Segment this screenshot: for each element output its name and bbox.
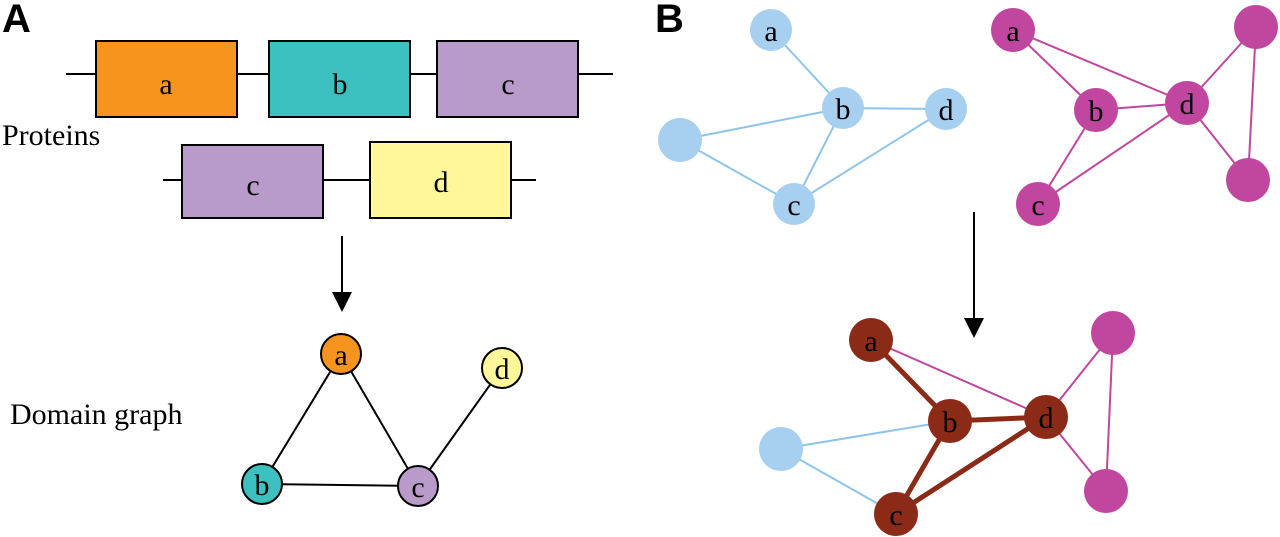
protein-1-domain-b bbox=[268, 40, 411, 118]
magenta-node-c bbox=[1016, 182, 1060, 226]
domain-edge-c-d bbox=[417, 367, 503, 487]
magenta-node-a bbox=[991, 8, 1035, 52]
protein-2: c d bbox=[163, 141, 536, 219]
domain-edge-b-c bbox=[261, 483, 419, 487]
merged-node-a bbox=[849, 318, 893, 362]
magenta-node-d-label: d bbox=[1180, 88, 1195, 121]
panel-b: B a b d c bbox=[655, 0, 1278, 536]
merged-node-a-label: a bbox=[864, 325, 877, 358]
blue-node-c bbox=[773, 183, 815, 225]
protein-2-domain-d bbox=[369, 141, 512, 219]
domain-node-d bbox=[481, 347, 523, 389]
protein-1-domain-b-label: b bbox=[333, 68, 348, 101]
merged-edge-x1-x2 bbox=[1105, 332, 1114, 492]
protein-1-domain-c-label: c bbox=[501, 68, 514, 101]
protein-1-domain-a bbox=[95, 40, 238, 118]
magenta-node-b bbox=[1074, 88, 1118, 132]
magenta-node-unlabeled-2 bbox=[1226, 158, 1270, 202]
blue-node-d-label: d bbox=[939, 94, 954, 127]
blue-node-a-label: a bbox=[764, 15, 777, 48]
merged-node-b-label: b bbox=[943, 406, 958, 439]
network-blue: a b d c bbox=[658, 9, 967, 225]
merged-edge-x-c bbox=[780, 448, 897, 515]
magenta-node-c-label: c bbox=[1031, 189, 1044, 222]
proteins-label: Proteins bbox=[2, 119, 100, 152]
magenta-edge-x1-x2 bbox=[1247, 26, 1257, 181]
panel-b-letter: B bbox=[655, 0, 684, 41]
merged-node-c bbox=[874, 492, 918, 536]
protein-2-domain-c bbox=[181, 144, 324, 219]
merged-node-b bbox=[928, 399, 972, 443]
domain-node-a-label: a bbox=[334, 339, 347, 372]
merged-edge-a-d bbox=[870, 339, 1047, 418]
merged-node-unlabeled-3 bbox=[1084, 469, 1128, 513]
protein-1: a b c bbox=[66, 40, 613, 118]
magenta-node-unlabeled-1 bbox=[1234, 5, 1278, 49]
protein-2-domain-c-label: c bbox=[246, 169, 259, 202]
domain-graph: a b c d bbox=[241, 333, 523, 507]
magenta-node-b-label: b bbox=[1089, 95, 1104, 128]
network-merged: a b d c bbox=[759, 311, 1135, 536]
domain-node-b-label: b bbox=[255, 469, 270, 502]
merged-node-unlabeled-2 bbox=[759, 427, 803, 471]
panel-a: A a b c Proteins c d Domain graph bbox=[2, 0, 613, 507]
domain-edge-a-b bbox=[261, 353, 342, 485]
protein-2-domain-d-label: d bbox=[434, 166, 449, 199]
protein-1-domain-a-label: a bbox=[159, 68, 172, 101]
blue-node-unlabeled bbox=[658, 118, 702, 162]
blue-node-d bbox=[925, 88, 967, 130]
merged-node-c-label: c bbox=[889, 499, 902, 532]
domain-node-c-label: c bbox=[411, 471, 424, 504]
merged-node-d bbox=[1024, 395, 1068, 439]
network-magenta: a b d c bbox=[991, 5, 1278, 226]
domain-node-a bbox=[320, 333, 362, 375]
blue-node-b bbox=[822, 87, 864, 129]
magenta-node-a-label: a bbox=[1006, 15, 1019, 48]
blue-node-b-label: b bbox=[836, 93, 851, 126]
merged-node-unlabeled-1 bbox=[1091, 311, 1135, 355]
merged-edge-x-b bbox=[780, 420, 951, 450]
magenta-edge-a-d bbox=[1012, 29, 1188, 104]
domain-graph-label: Domain graph bbox=[10, 398, 182, 431]
blue-edge-d-c bbox=[793, 108, 947, 205]
protein-1-domain-c bbox=[436, 40, 579, 118]
merged-edge-d-c bbox=[894, 414, 1048, 517]
panel-a-letter: A bbox=[2, 0, 31, 41]
merged-node-d-label: d bbox=[1039, 402, 1054, 435]
domain-node-b bbox=[241, 463, 283, 505]
magenta-node-d bbox=[1165, 81, 1209, 125]
blue-node-c-label: c bbox=[787, 189, 800, 222]
blue-node-a bbox=[750, 9, 792, 51]
domain-node-d-label: d bbox=[495, 353, 510, 386]
magenta-edge-d-c bbox=[1037, 102, 1188, 205]
domain-edge-a-c bbox=[340, 353, 419, 487]
domain-node-c bbox=[397, 465, 439, 507]
blue-edge-x-b bbox=[679, 107, 844, 141]
